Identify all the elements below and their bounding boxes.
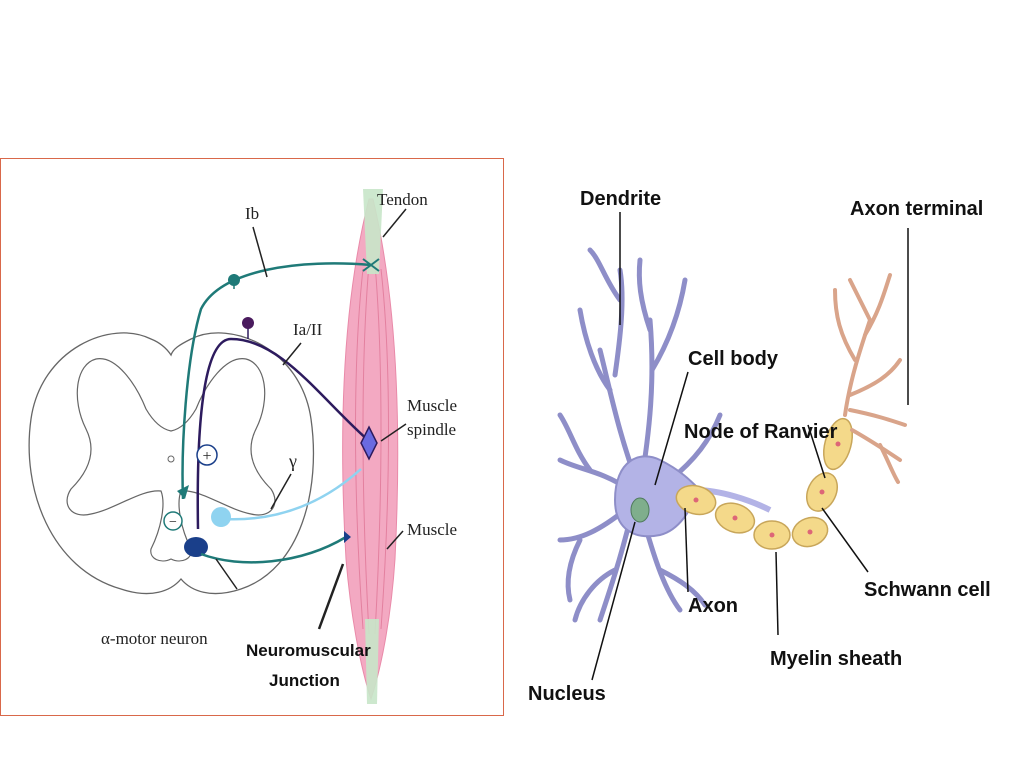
muscle-fibers bbox=[355, 263, 389, 635]
label-nmj-line2: Junction bbox=[269, 671, 340, 690]
label-tendon: Tendon bbox=[377, 190, 428, 209]
gray-matter-outline bbox=[66, 358, 276, 562]
nucleus bbox=[630, 497, 650, 523]
label-myelin-sheath: Myelin sheath bbox=[770, 648, 902, 670]
alpha-motor-neuron-body bbox=[184, 537, 208, 557]
label-schwann-cell: Schwann cell bbox=[864, 579, 991, 601]
reflex-diagram-panel: + − Ib Tendon Ia/II Muscle spindle γ Mus… bbox=[0, 158, 504, 716]
neuron-diagram: Dendrite Axon terminal Cell body Node of… bbox=[528, 188, 991, 705]
inhibitory-sign bbox=[163, 511, 183, 531]
central-canal bbox=[167, 455, 175, 463]
label-muscle-spindle-line2: spindle bbox=[407, 420, 456, 439]
label-nmj-line1: Neuromuscular bbox=[246, 641, 371, 660]
gamma-motor-neuron bbox=[211, 507, 231, 527]
gamma-fiber bbox=[222, 468, 362, 521]
alpha-motor-axon bbox=[200, 535, 347, 564]
neuron-diagram-panel: Dendrite Axon terminal Cell body Node of… bbox=[520, 160, 1020, 720]
label-alpha-motor-neuron: α-motor neuron bbox=[101, 629, 208, 648]
label-muscle: Muscle bbox=[407, 520, 457, 539]
label-gamma: γ bbox=[288, 451, 297, 471]
label-dendrite: Dendrite bbox=[580, 188, 661, 210]
label-axon-terminal: Axon terminal bbox=[850, 198, 983, 220]
ib-fiber bbox=[181, 262, 372, 500]
ia-ii-fiber bbox=[196, 337, 370, 530]
tendon-bottom bbox=[365, 619, 379, 704]
label-nucleus: Nucleus bbox=[528, 683, 606, 705]
neuron-pointer-lines bbox=[591, 212, 909, 681]
label-cell-body: Cell body bbox=[688, 348, 779, 370]
label-muscle-spindle-line1: Muscle bbox=[407, 396, 457, 415]
reflex-diagram: + − Ib Tendon Ia/II Muscle spindle γ Mus… bbox=[28, 189, 457, 704]
excitatory-sign bbox=[196, 444, 218, 466]
tendon-top bbox=[363, 189, 383, 274]
label-ia-ii: Ia/II bbox=[293, 320, 323, 339]
ib-synapse bbox=[177, 485, 189, 499]
minus-sign: − bbox=[169, 515, 177, 530]
axon-terminal-branches bbox=[833, 273, 907, 484]
schwann-nuclei bbox=[693, 441, 841, 538]
plus-sign: + bbox=[202, 448, 211, 465]
ib-ganglion bbox=[228, 274, 240, 286]
pointer-lines bbox=[215, 208, 407, 630]
label-ib: Ib bbox=[245, 204, 259, 223]
ia-ii-ganglion bbox=[242, 317, 254, 329]
label-axon: Axon bbox=[688, 595, 738, 617]
label-node-of-ranvier: Node of Ranvier bbox=[684, 421, 838, 443]
nmj-terminal bbox=[344, 531, 351, 543]
muscle-spindle bbox=[360, 425, 378, 461]
